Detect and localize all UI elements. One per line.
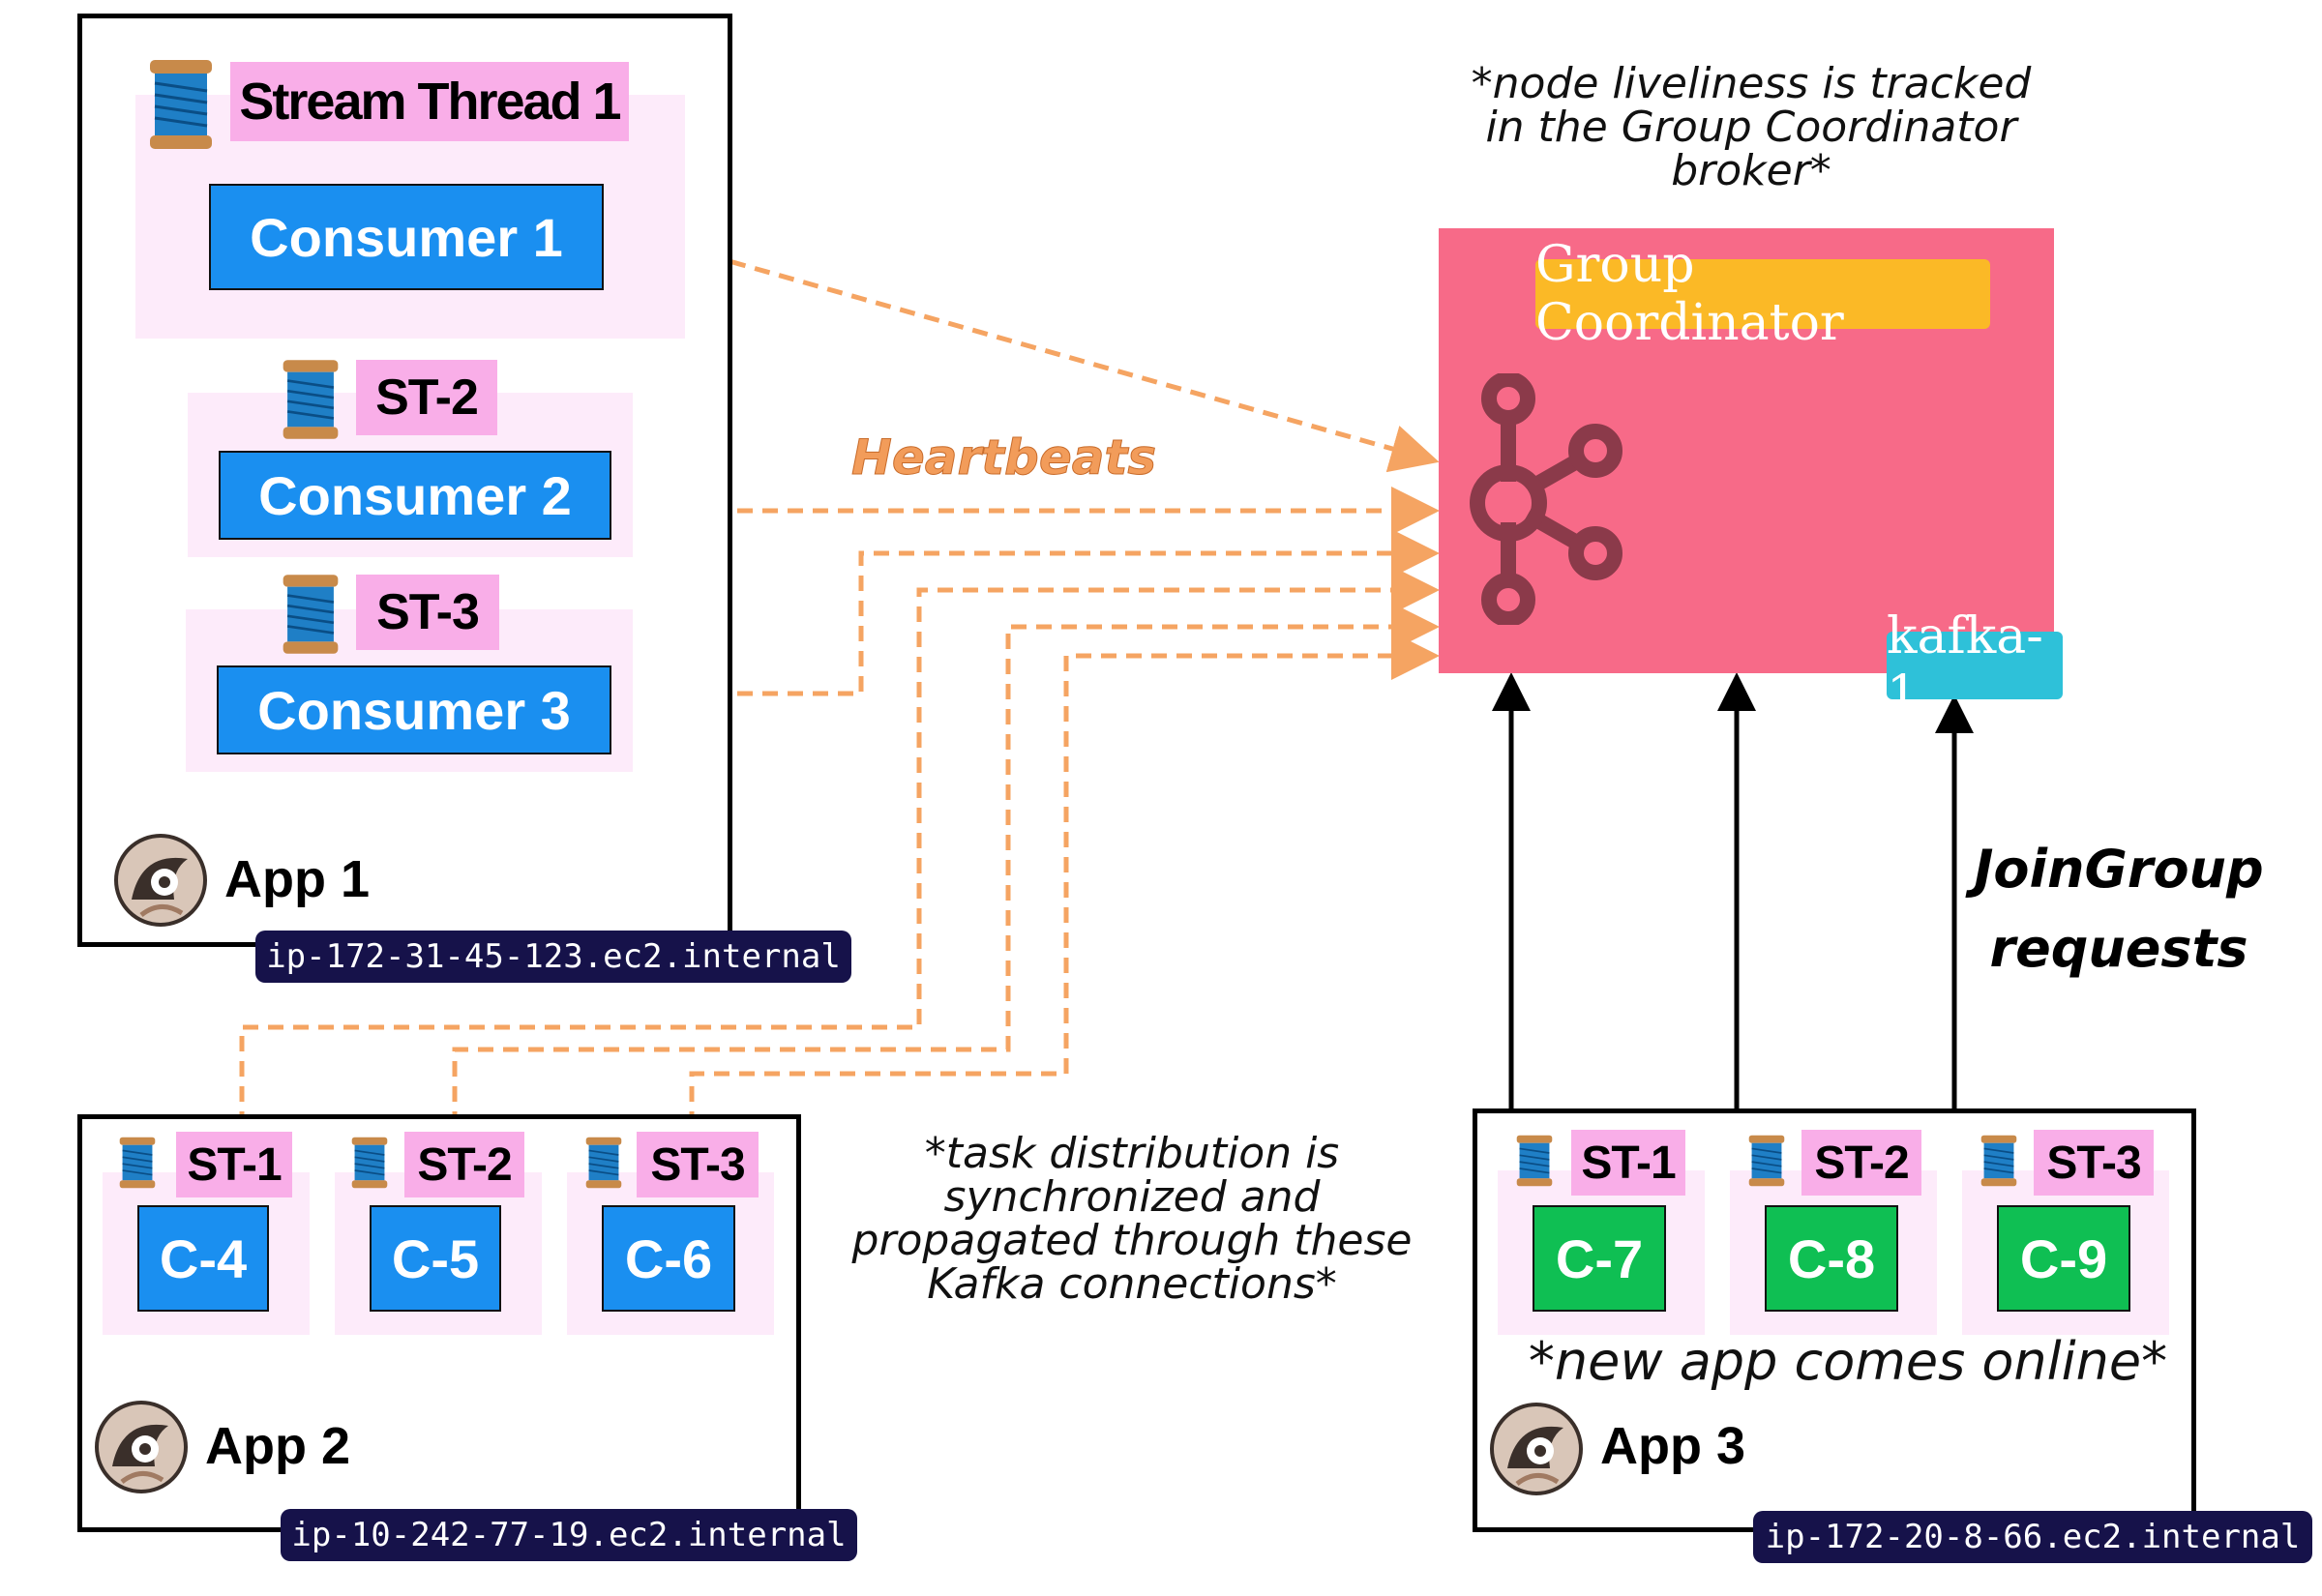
- group-coordinator-label: Group Coordinator: [1535, 236, 1990, 352]
- app-3-thread-label-st-1: ST-1: [1571, 1130, 1685, 1196]
- consumer-c-9: C-9: [1997, 1205, 2130, 1312]
- app-3-host: ip-172-20-8-66.ec2.internal: [1753, 1511, 2312, 1563]
- joingroup-label-line-1: JoinGroup: [1974, 839, 2264, 900]
- group-coordinator-box: Group Coordinator: [1439, 228, 2054, 673]
- spool-icon: [1515, 1134, 1554, 1193]
- app-logo-icon: [1488, 1401, 1585, 1502]
- task-note-line-1: *task distribution is: [924, 1129, 1340, 1178]
- app-logo-icon: [112, 832, 209, 933]
- spool-icon: [1980, 1134, 2018, 1193]
- spool-icon: [1747, 1134, 1786, 1193]
- heartbeat-line-consumer-3: [611, 529, 1440, 696]
- heartbeat-line-c4: [239, 566, 1440, 1127]
- liveliness-note: *node liveliness is tracked in the Group…: [1393, 62, 2109, 192]
- thread-label-st-2: ST-2: [356, 360, 497, 435]
- heartbeats-label: Heartbeats: [850, 429, 1157, 487]
- app-2-thread-label-st-2: ST-2: [404, 1132, 524, 1197]
- spool-icon: [584, 1136, 623, 1195]
- kafka-icon: [1470, 373, 1622, 625]
- consumer-c-6: C-6: [602, 1205, 735, 1312]
- app-3-thread-label-st-2: ST-2: [1801, 1130, 1921, 1196]
- consumer-c-8: C-8: [1765, 1205, 1898, 1312]
- app-2-thread-label-st-3: ST-3: [637, 1132, 759, 1197]
- task-note-line-2: synchronized and: [943, 1172, 1321, 1222]
- spool-icon: [281, 571, 341, 663]
- app-1-name: App 1: [224, 850, 371, 908]
- thread-label-stream-thread-1: Stream Thread 1: [230, 62, 629, 141]
- app-1-host: ip-172-31-45-123.ec2.internal: [255, 931, 851, 983]
- consumer-c-4: C-4: [137, 1205, 269, 1312]
- liveliness-note-line-3: broker*: [1671, 146, 1831, 195]
- spool-icon: [350, 1136, 389, 1195]
- app-3-name: App 3: [1600, 1417, 1746, 1475]
- heartbeat-line-consumer-1: [609, 224, 1440, 473]
- consumer-2: Consumer 2: [219, 451, 611, 540]
- app-2-host: ip-10-242-77-19.ec2.internal: [281, 1509, 857, 1561]
- joingroup-label: JoinGroup requests: [1954, 830, 2283, 989]
- new-app-note: *new app comes online*: [1528, 1331, 2168, 1392]
- app-3-thread-label-st-3: ST-3: [2034, 1130, 2154, 1196]
- heartbeat-line-c6: [689, 632, 1440, 1127]
- consumer-1: Consumer 1: [209, 184, 604, 290]
- kafka-broker-label: kafka-1: [1887, 607, 2063, 724]
- thread-label-st-3: ST-3: [356, 575, 499, 650]
- consumer-3: Consumer 3: [217, 665, 611, 754]
- joingroup-label-line-2: requests: [1989, 918, 2248, 979]
- liveliness-note-line-2: in the Group Coordinator: [1485, 103, 2017, 152]
- consumer-c-7: C-7: [1533, 1205, 1666, 1312]
- task-note-line-4: Kafka connections*: [927, 1259, 1337, 1309]
- app-2-thread-label-st-1: ST-1: [176, 1132, 292, 1197]
- liveliness-note-line-1: *node liveliness is tracked: [1471, 59, 2032, 108]
- consumer-c-5: C-5: [370, 1205, 501, 1312]
- spool-icon: [118, 1136, 157, 1195]
- task-distribution-note: *task distribution is synchronized and p…: [813, 1132, 1451, 1306]
- heartbeat-line-c5: [452, 603, 1440, 1127]
- spool-icon: [281, 356, 341, 448]
- app-2-name: App 2: [205, 1417, 351, 1475]
- app-logo-icon: [93, 1399, 190, 1500]
- spool-icon: [147, 58, 215, 156]
- task-note-line-3: propagated through these: [851, 1216, 1413, 1265]
